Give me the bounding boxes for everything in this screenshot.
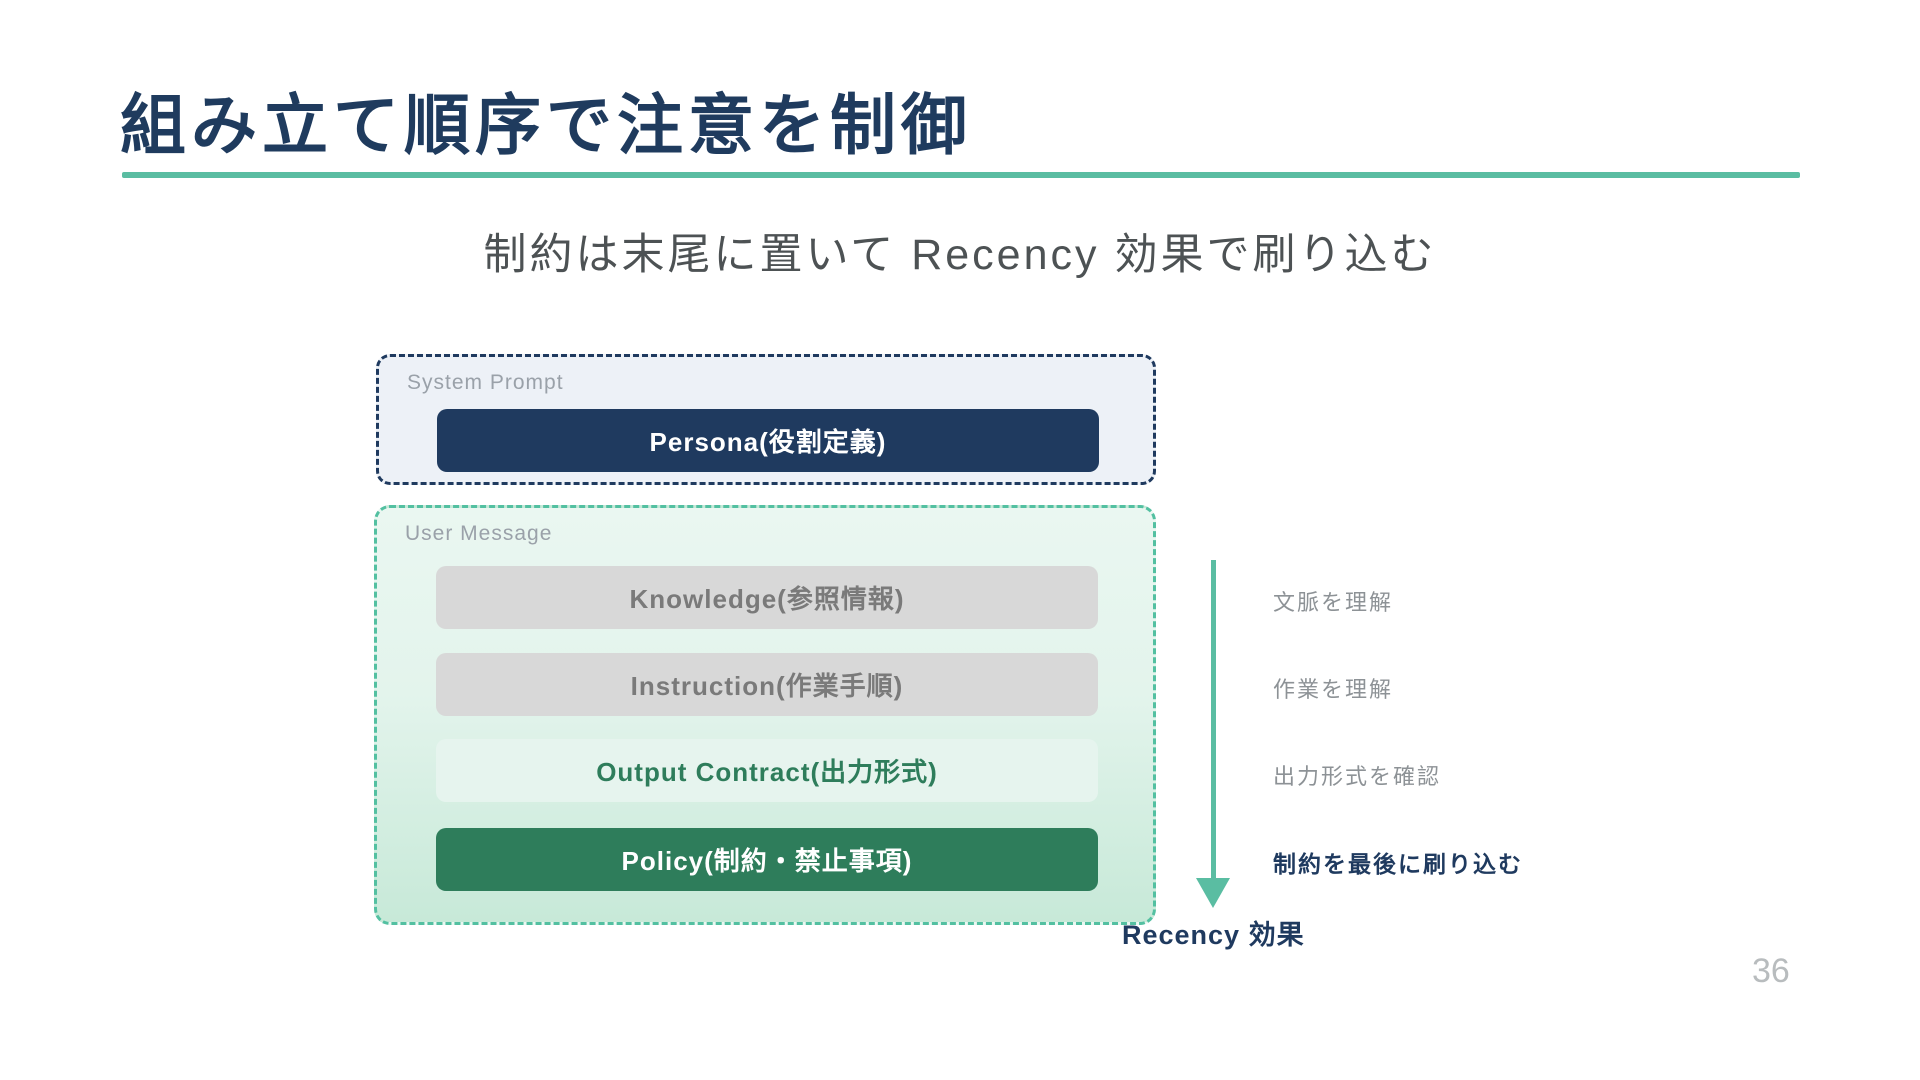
annotation-context: 文脈を理解	[1273, 590, 1394, 615]
page-number: 36	[1752, 952, 1790, 990]
title-underline	[122, 172, 1800, 178]
recency-effect-caption: Recency 効果	[1122, 920, 1305, 950]
slide-title: 組み立て順序で注意を制御	[120, 88, 972, 162]
user-message-group: User Message Knowledge(参照情報) Instruction…	[374, 505, 1156, 925]
user-message-label: User Message	[405, 522, 553, 545]
down-arrow-line	[1211, 560, 1216, 880]
block-knowledge: Knowledge(参照情報)	[436, 566, 1098, 629]
system-prompt-group: System Prompt Persona(役割定義)	[376, 354, 1156, 485]
block-policy: Policy(制約・禁止事項)	[436, 828, 1098, 891]
annotation-output-format: 出力形式を確認	[1273, 764, 1442, 789]
annotation-policy-last: 制約を最後に刷り込む	[1273, 851, 1523, 877]
down-arrow-icon	[1196, 878, 1230, 908]
slide-subtitle: 制約は末尾に置いて Recency 効果で刷り込む	[483, 231, 1437, 279]
block-output-contract: Output Contract(出力形式)	[436, 739, 1098, 802]
system-prompt-label: System Prompt	[407, 371, 564, 394]
block-persona: Persona(役割定義)	[437, 409, 1099, 472]
annotation-task: 作業を理解	[1273, 677, 1394, 702]
block-instruction: Instruction(作業手順)	[436, 653, 1098, 716]
